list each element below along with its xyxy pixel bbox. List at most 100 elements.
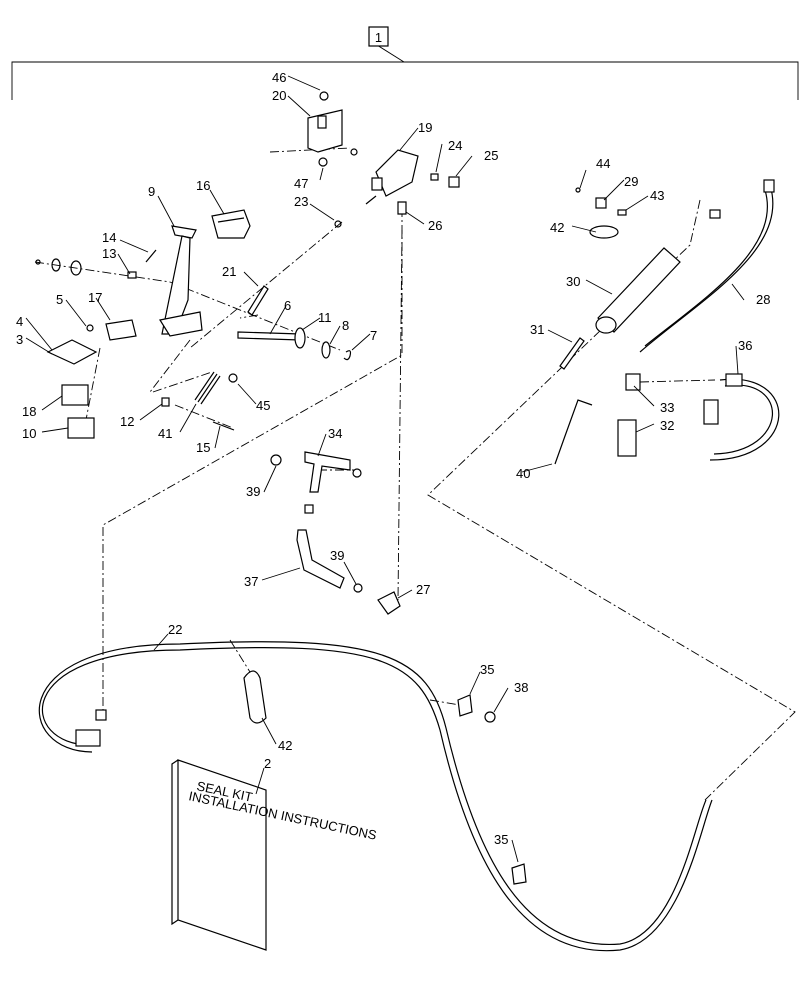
callout-40: 40 [516, 466, 530, 481]
callout-23: 23 [294, 194, 308, 209]
callout-31: 31 [530, 322, 544, 337]
nut-38 [484, 711, 496, 723]
kit-header: 1 [11, 26, 799, 100]
callout-5: 5 [56, 292, 63, 307]
callout-34: 34 [328, 426, 342, 441]
assembly-line [102, 208, 403, 710]
cover-10 [67, 417, 95, 439]
pad-17 [105, 319, 137, 341]
callout-33: 33 [660, 400, 674, 415]
bolt-46 [319, 91, 329, 101]
assembly-line [34, 261, 341, 351]
fitting-24 [430, 173, 439, 181]
clamp-39 [270, 454, 282, 466]
nut-12 [161, 397, 170, 407]
callout-6: 6 [284, 298, 291, 313]
kit-label: 1 [375, 30, 382, 45]
callout-30: 30 [566, 274, 580, 289]
kit-bracket-pointer [378, 45, 405, 63]
assembly-line [189, 221, 343, 349]
callout-26: 26 [428, 218, 442, 233]
frame-18 [61, 384, 89, 406]
callout-8: 8 [342, 318, 349, 333]
assembly-line [639, 379, 716, 383]
shaft-6 [237, 331, 301, 341]
callout-7: 7 [370, 328, 377, 343]
callout-43: 43 [650, 188, 664, 203]
assembly-line [152, 371, 213, 393]
callout-35b: 35 [494, 832, 508, 847]
washer-8 [321, 341, 331, 359]
callout-44: 44 [596, 156, 610, 171]
kit-bracket [11, 61, 799, 100]
nut-45 [228, 373, 238, 383]
callout-19: 19 [418, 120, 432, 135]
callout-11: 11 [318, 310, 332, 325]
assembly-line [429, 699, 461, 706]
assembly-line [269, 147, 351, 153]
rod-21 [247, 285, 269, 316]
callout-14: 14 [102, 230, 116, 245]
clamp-29 [595, 197, 607, 209]
cap-25 [448, 176, 460, 188]
part-valve-33 [554, 373, 780, 465]
callout-47: 47 [294, 176, 308, 191]
callout-28: 28 [756, 292, 770, 307]
callout-37: 37 [244, 574, 258, 589]
callout-3: 3 [16, 332, 23, 347]
clamp [304, 504, 314, 514]
callout-36: 36 [738, 338, 752, 353]
pin-13 [127, 271, 137, 279]
callout-21: 21 [222, 264, 236, 279]
clamp [352, 468, 362, 478]
callout-32: 32 [660, 418, 674, 433]
assembly-line [84, 347, 101, 426]
hose-28 [639, 184, 774, 353]
plate-3 [46, 339, 98, 365]
callout-9: 9 [148, 184, 155, 199]
callout-39b: 39 [330, 548, 344, 563]
washer [70, 260, 82, 276]
fitting-26 [397, 201, 407, 215]
callout-24: 24 [448, 138, 462, 153]
pedal-pad-16 [211, 209, 251, 239]
part-bracket-20 [307, 91, 343, 167]
screw-5 [86, 324, 94, 332]
callout-22: 22 [168, 622, 182, 637]
fitting-31 [559, 337, 585, 370]
part-manual-2: SEAL KIT INSTALLATION INSTRUCTIONS [171, 759, 378, 951]
callout-27: 27 [416, 582, 430, 597]
washer-11 [294, 327, 306, 349]
callout-18: 18 [22, 404, 36, 419]
callout-17: 17 [88, 290, 102, 305]
callout-20: 20 [272, 88, 286, 103]
clip-35 [511, 863, 527, 885]
spring-pin-14 [145, 249, 157, 263]
part-switch-19 [334, 148, 460, 228]
elbow-27 [377, 591, 401, 615]
callout-10: 10 [22, 426, 36, 441]
callout-42b: 42 [278, 738, 292, 753]
callout-39a: 39 [246, 484, 260, 499]
assembly-line [174, 404, 234, 429]
clamp-39 [353, 583, 363, 593]
callout-15: 15 [196, 440, 210, 455]
part-hose-37 [296, 529, 401, 615]
part-accumulator-30 [559, 179, 775, 370]
callout-16: 16 [196, 178, 210, 193]
bolt-43 [617, 209, 627, 216]
callout-42a: 42 [550, 220, 564, 235]
part-cable-22 [38, 641, 713, 952]
callout-4: 4 [16, 314, 23, 329]
switch-32 [617, 419, 637, 457]
callout-2: 2 [264, 756, 271, 771]
hose-36 [709, 378, 780, 461]
callouts: 46 20 19 24 25 47 23 26 9 16 14 13 21 5 … [16, 70, 770, 847]
clip-7 [343, 350, 352, 361]
washer [51, 258, 61, 272]
strap-42 [589, 225, 619, 239]
callout-29: 29 [624, 174, 638, 189]
callout-41: 41 [158, 426, 172, 441]
